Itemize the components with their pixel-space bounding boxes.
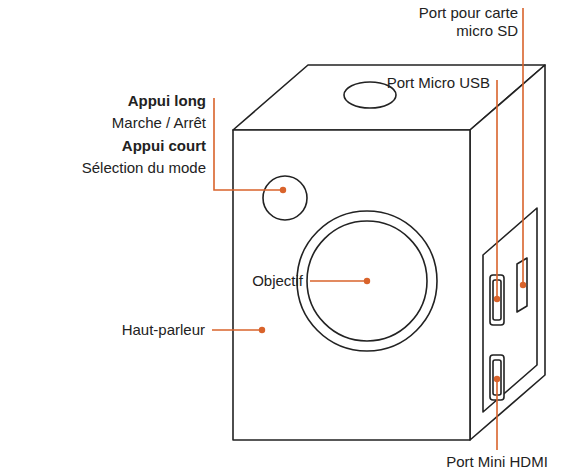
leader-line — [214, 98, 283, 190]
lens-ring — [297, 211, 437, 351]
leader-dot — [494, 296, 500, 302]
part-label: Haut-parleur — [5, 321, 205, 339]
lens-glass — [307, 221, 427, 341]
button-label: Appui court — [6, 137, 206, 155]
mode-button — [263, 176, 307, 220]
leader-dot — [520, 282, 526, 288]
port-label: Port Micro USB — [330, 74, 490, 92]
leader-dot — [364, 278, 370, 284]
leader-line — [310, 280, 367, 282]
leader-line — [496, 80, 498, 298]
button-label: Marche / Arrêt — [6, 114, 206, 132]
leader-dot — [280, 187, 286, 193]
port-label: Port pour carte micro SD — [415, 4, 518, 40]
button-label: Sélection du mode — [6, 159, 206, 177]
camera-side-face — [470, 65, 545, 440]
button-label: Appui long — [6, 92, 206, 110]
port-panel — [483, 208, 537, 412]
leader-line — [212, 329, 262, 331]
leader-dot — [494, 376, 500, 382]
leader-line — [496, 380, 498, 450]
port-label: Port Mini HDMI — [397, 453, 581, 471]
leader-line — [522, 8, 524, 284]
part-label: Objectif — [103, 272, 303, 290]
leader-dot — [259, 327, 265, 333]
sd-slot — [517, 258, 527, 312]
